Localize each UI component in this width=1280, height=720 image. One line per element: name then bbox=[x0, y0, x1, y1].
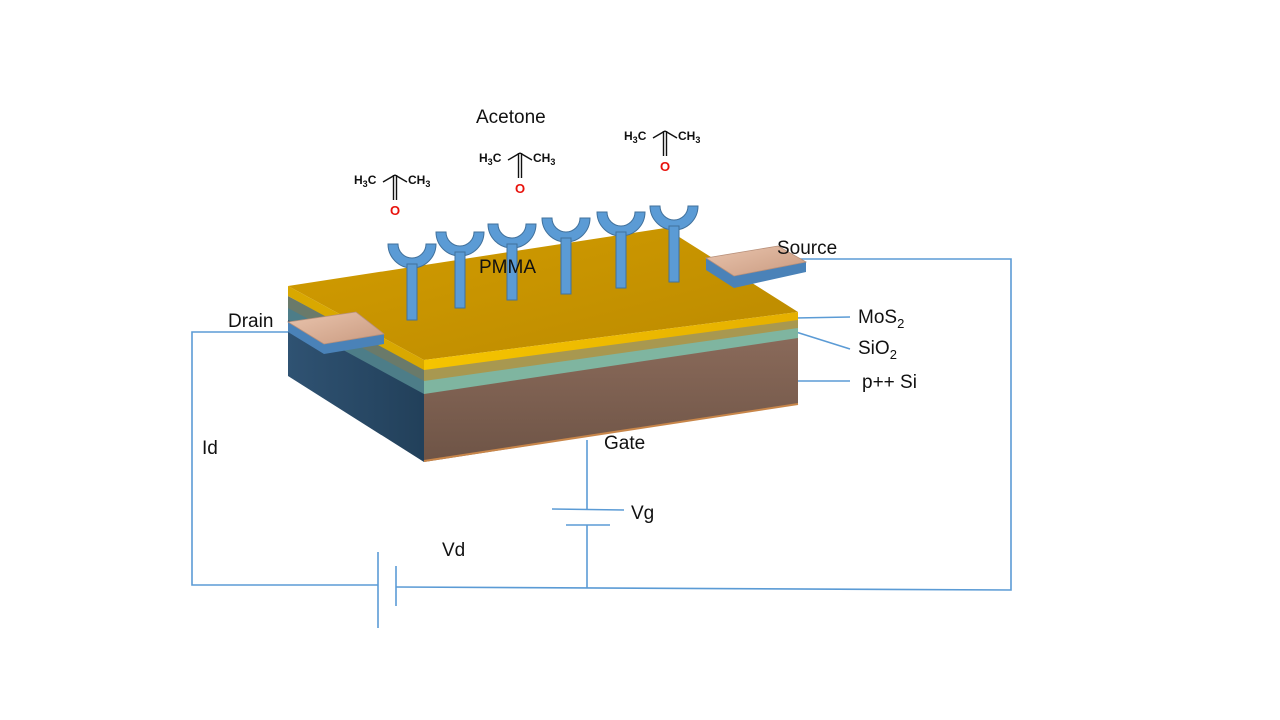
svg-text:H3C: H3C bbox=[354, 173, 377, 189]
drain-wire bbox=[191, 331, 378, 586]
pmma-label: PMMA bbox=[479, 257, 536, 278]
svg-text:O: O bbox=[390, 203, 400, 218]
gate-label: Gate bbox=[604, 433, 645, 454]
acetone-molecule-1: H3C CH3 O bbox=[354, 173, 430, 218]
mos2-leader-line bbox=[794, 316, 851, 319]
si-substrate-bottom-edge bbox=[423, 403, 799, 462]
drain-label: Drain bbox=[228, 311, 273, 332]
sio2-layer-front bbox=[424, 326, 798, 394]
source-label: Source bbox=[777, 238, 837, 259]
id-label: Id bbox=[202, 438, 218, 459]
acetone-molecule-2: H3C CH3 O bbox=[479, 151, 555, 196]
acetone-molecule-3: H3C CH3 O bbox=[624, 129, 700, 174]
psi-label: p++ Si bbox=[862, 372, 917, 393]
vg-label: Vg bbox=[631, 503, 654, 524]
sio2-label: SiO2 bbox=[858, 338, 897, 362]
svg-text:H3C: H3C bbox=[624, 129, 647, 145]
source-contact bbox=[704, 245, 808, 288]
svg-text:O: O bbox=[515, 181, 525, 196]
sio2-leader-line bbox=[795, 331, 851, 350]
source-wire bbox=[395, 258, 1012, 591]
si-substrate-side bbox=[288, 318, 424, 462]
mos2-label: MoS2 bbox=[858, 307, 904, 331]
si-substrate-front bbox=[424, 336, 798, 462]
drain-contact bbox=[286, 311, 385, 354]
svg-text:CH3: CH3 bbox=[678, 129, 700, 145]
svg-text:CH3: CH3 bbox=[408, 173, 430, 189]
pmma-layer-front bbox=[424, 312, 798, 370]
svg-text:H3C: H3C bbox=[479, 151, 502, 167]
svg-text:O: O bbox=[660, 159, 670, 174]
vd-label: Vd bbox=[442, 540, 465, 561]
circuit-wires bbox=[191, 258, 1012, 628]
svg-text:CH3: CH3 bbox=[533, 151, 555, 167]
acetone-label: Acetone bbox=[476, 107, 546, 128]
vg-battery-long-plate bbox=[551, 508, 625, 511]
